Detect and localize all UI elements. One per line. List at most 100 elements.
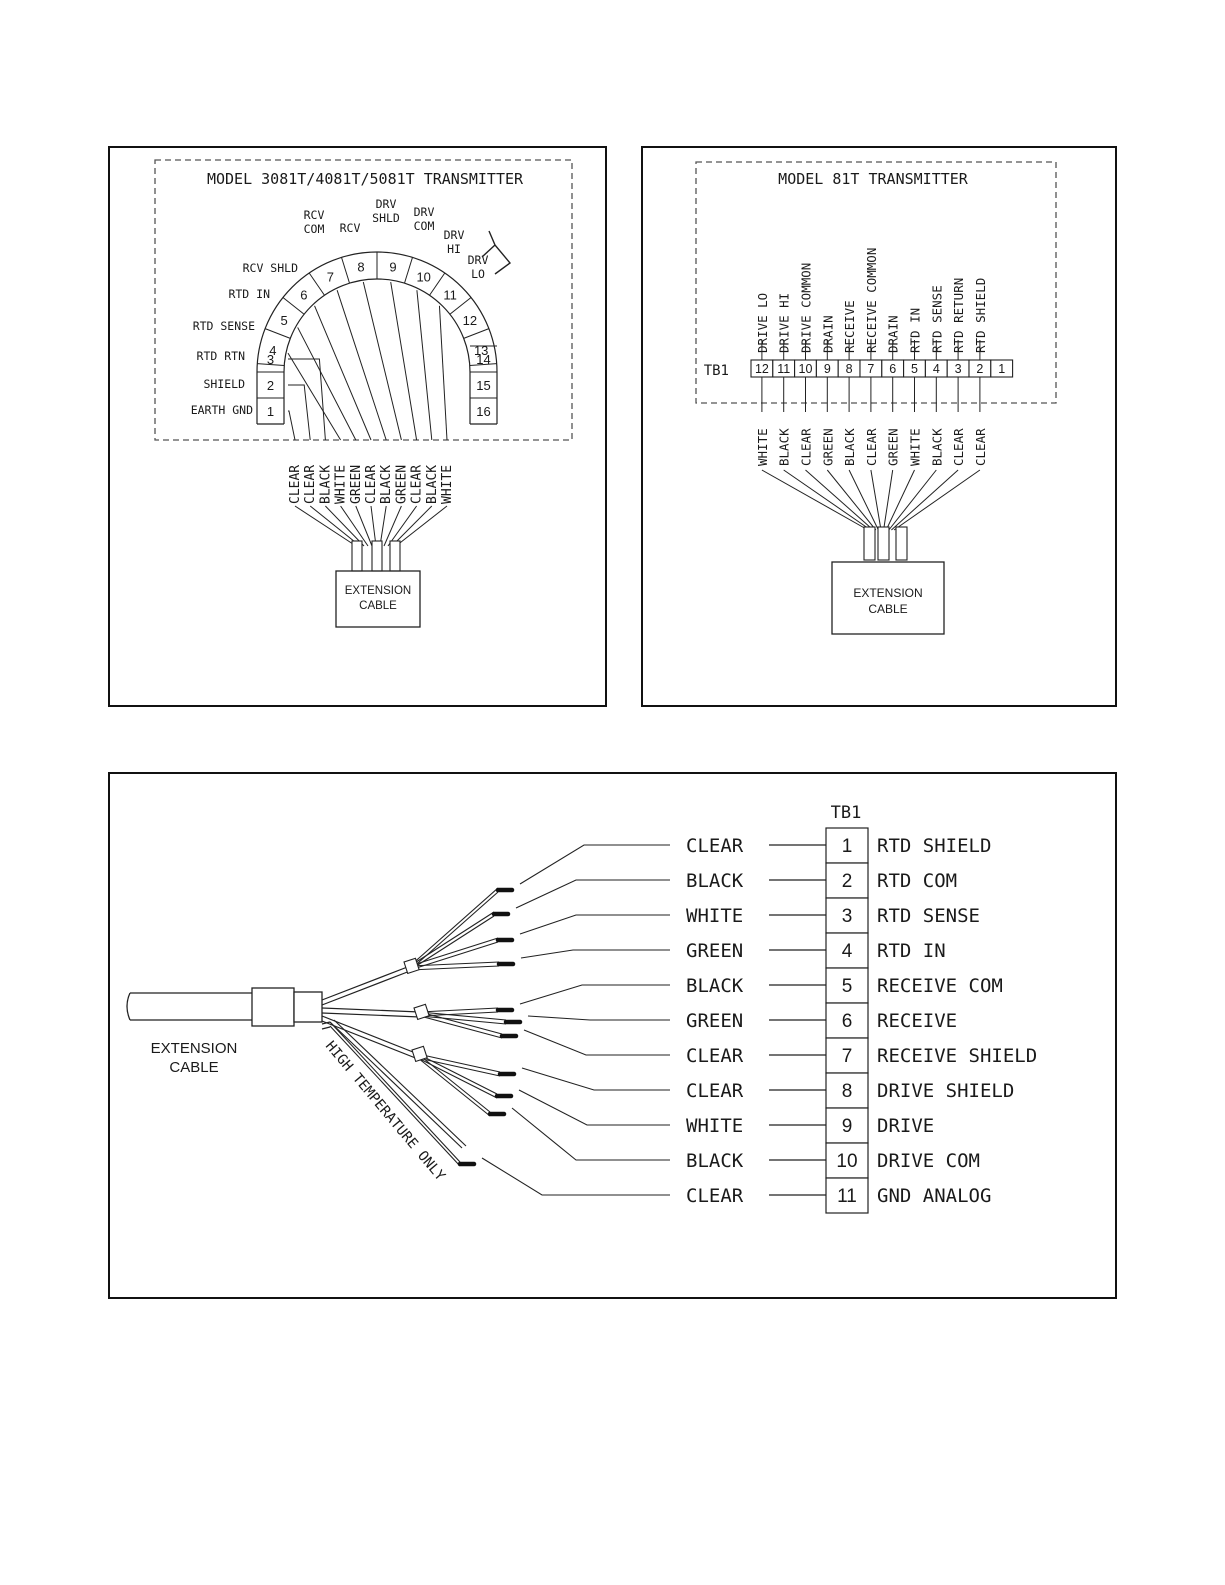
tb1-row-function-6: RECEIVE xyxy=(877,1010,957,1032)
terminal-label-4: RTD SENSE xyxy=(193,319,255,333)
trunk-bundle-2 xyxy=(321,1015,419,1055)
tb1-terminal-number-2: 2 xyxy=(976,362,983,376)
cable-sheath-2 xyxy=(389,540,401,572)
tb1-wire-color-2: CLEAR xyxy=(973,428,988,466)
tb1-row-number-10: 10 xyxy=(836,1151,857,1172)
tb1-function-rtd-shield-2: RTD SHIELD xyxy=(973,278,988,353)
trunk-bundle-edge-2 xyxy=(321,1020,419,1060)
tb1-function-rtd-in-5: RTD IN xyxy=(908,308,923,353)
fanout-leader-6 xyxy=(527,1015,670,1021)
terminal-label-10-a: DRV xyxy=(414,205,435,219)
wire-to-bundle-1 xyxy=(294,505,357,547)
tb1-wire-to-bundle-9 xyxy=(826,469,877,531)
wire-to-bundle-8 xyxy=(383,505,402,547)
tb1-terminal-number-12: 12 xyxy=(755,362,769,376)
panel-b-transmitter-boundary xyxy=(695,161,1057,404)
fanout-wire-edge-11 xyxy=(329,1025,461,1167)
fanout-leader-2 xyxy=(515,879,670,909)
panel-b-tb-label: TB1 xyxy=(704,363,729,379)
terminal-number-7: 7 xyxy=(327,269,334,284)
tb1-function-receive-common-7: RECEIVE COMMON xyxy=(864,248,879,353)
split-sleeve-2 xyxy=(411,1045,428,1063)
panel-b-cable-label-line2: CABLE xyxy=(868,602,907,616)
panel-a-cable-label-line1: EXTENSION xyxy=(345,585,411,597)
terminal-number-14: 14 xyxy=(476,352,490,367)
terminal-label-2: SHIELD xyxy=(203,377,245,391)
tb1-wire-color-11: BLACK xyxy=(777,428,792,466)
tb1-row-box-11 xyxy=(825,1177,869,1214)
terminal-label-8: RCV xyxy=(340,221,361,235)
tb1-wire-to-bundle-3 xyxy=(891,469,959,531)
fanout-leader-1 xyxy=(519,844,670,885)
wire-terminal-2 xyxy=(288,384,311,441)
tb1-row-wire-color-2: BLACK xyxy=(686,870,744,892)
wire-terminal-9 xyxy=(390,281,418,441)
wire-color-label-2: CLEAR xyxy=(303,465,318,504)
fanout-wire-edge-1 xyxy=(409,891,499,971)
panel-a-transmitter-boundary xyxy=(154,159,573,441)
tb1-wire-color-5: WHITE xyxy=(908,428,923,466)
terminal-divider-arc-0 xyxy=(257,363,285,367)
tb1-terminal-number-11: 11 xyxy=(777,362,790,376)
fanout-leader-10 xyxy=(511,1107,670,1161)
fanout-leader-3 xyxy=(519,914,670,935)
fanout-wire-10 xyxy=(417,1053,491,1113)
tb1-function-drive-hi-11: DRIVE HI xyxy=(777,293,792,353)
terminal-label-1: EARTH GND xyxy=(191,403,253,417)
tb1-row-box-7 xyxy=(825,1037,869,1074)
fanout-wire-edge-7 xyxy=(419,1015,503,1039)
tb1-terminal-number-8: 8 xyxy=(846,362,853,376)
terminal-number-11: 11 xyxy=(443,288,457,303)
tb1-row-function-11: GND ANALOG xyxy=(877,1185,991,1207)
tb1-wire-to-bundle-7 xyxy=(870,469,882,531)
terminal-number-6: 6 xyxy=(300,288,307,303)
fanout-leader-7 xyxy=(523,1029,670,1056)
terminal-divider-arc-6 xyxy=(404,257,413,284)
panel-a-frame xyxy=(108,146,607,707)
trunk-bundle-edge-1 xyxy=(321,1012,421,1018)
terminal-divider-arc-10 xyxy=(469,363,497,367)
panel-b-title: MODEL 81T TRANSMITTER xyxy=(778,170,969,188)
tb1-terminal-number-7: 7 xyxy=(867,362,874,376)
wire-to-bundle-11 xyxy=(395,505,448,547)
terminal-divider-arc-4 xyxy=(341,257,350,284)
wire-to-bundle-3 xyxy=(325,505,365,547)
wire-to-bundle-10 xyxy=(391,505,433,547)
wire-to-bundle-6 xyxy=(370,505,377,547)
tb1-wire-to-bundle-6 xyxy=(883,469,894,531)
terminal-number-16: 16 xyxy=(476,404,490,419)
terminal-number-13: 13 xyxy=(474,343,488,358)
wire-to-bundle-4 xyxy=(340,505,369,547)
tb1-function-rtd-return-3: RTD RETURN xyxy=(951,278,966,353)
tb1-row-number-11: 11 xyxy=(837,1186,857,1207)
tb1-cable-sheath-2 xyxy=(895,526,908,561)
panel-b-extension-cable-box xyxy=(831,561,945,635)
panel-c-cable-label-line1: EXTENSION xyxy=(151,1040,238,1057)
fanout-wire-1 xyxy=(409,887,499,967)
fanout-wire-edge-4 xyxy=(409,965,500,971)
terminal-number-1: 1 xyxy=(267,404,274,419)
tb1-terminal-number-10: 10 xyxy=(799,362,813,376)
tb1-row-box-6 xyxy=(825,1002,869,1039)
terminal-divider-arc-3 xyxy=(308,272,325,296)
panel-c-tb-label: TB1 xyxy=(831,803,862,823)
tb1-wire-color-9: GREEN xyxy=(820,428,835,466)
tb1-row-function-10: DRIVE COM xyxy=(877,1150,980,1172)
wire-terminal-5 xyxy=(297,327,357,441)
cable-sheath-1 xyxy=(371,540,383,572)
terminal-number-5: 5 xyxy=(281,313,288,328)
tb1-function-receive-8: RECEIVE xyxy=(842,300,857,353)
tb1-function-drive-lo-12: DRIVE LO xyxy=(755,293,770,353)
wire-to-bundle-7 xyxy=(379,505,387,547)
split-sleeve-1 xyxy=(413,1003,430,1021)
tb1-row-wire-color-1: CLEAR xyxy=(686,835,744,857)
tb1-wire-to-bundle-11 xyxy=(783,469,871,531)
tb1-wire-color-6: GREEN xyxy=(886,428,901,466)
terminal-divider-arc-9 xyxy=(463,328,490,339)
terminal-number-10: 10 xyxy=(416,269,430,284)
wire-terminal-3 xyxy=(288,358,326,441)
